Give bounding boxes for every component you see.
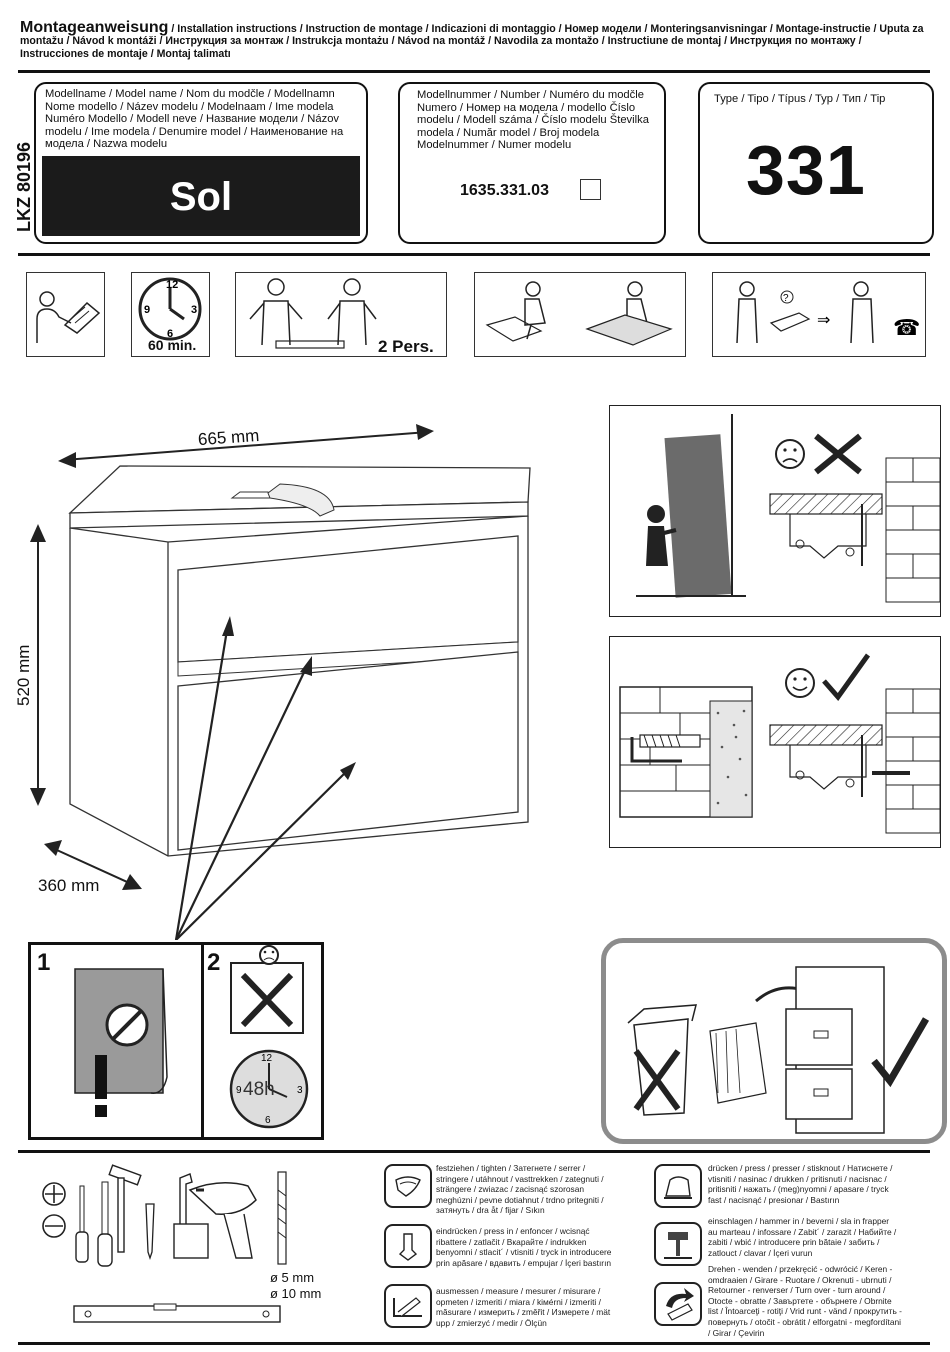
press-in-icon <box>384 1224 432 1268</box>
header-rule <box>18 70 930 73</box>
clock-60-icon: 12 9 3 6 60 min. <box>131 272 210 357</box>
legend-text-press: drücken / press / presser / stisknout / … <box>708 1163 893 1205</box>
warning-step-2: 2 <box>207 949 221 976</box>
svg-text:9: 9 <box>144 304 150 316</box>
tools-rule <box>18 1150 930 1153</box>
footer-rule <box>18 1342 930 1345</box>
legend-text-press-in: eindrücken / press in / enfoncer / wcisn… <box>436 1226 612 1268</box>
press-icon <box>654 1164 702 1208</box>
legend-text-measure: ausmessen / measure / mesurer / misurare… <box>436 1286 611 1328</box>
read-instructions-icon <box>26 272 105 357</box>
header-title: Montageanweisung <box>20 19 169 36</box>
svg-text:⇒: ⇒ <box>817 312 830 329</box>
missing-parts-call-icon: ? ⇒ ☎ <box>712 272 926 357</box>
time-label: 60 min. <box>148 337 197 353</box>
tools-drawing <box>42 1164 287 1323</box>
type-value: 331 <box>746 131 866 209</box>
header-languages: / Installation instructions / Instructio… <box>20 23 924 60</box>
width-dimension: 665 mm <box>197 425 260 450</box>
svg-text:3: 3 <box>191 304 197 316</box>
header-title-block: Montageanweisung / Installation instruct… <box>20 19 925 60</box>
legend-text-hammer: einschlagen / hammer in / beverni / sla … <box>708 1216 897 1258</box>
correct-wall-mount-panel <box>609 636 941 848</box>
drill-5-label: ø 5 mm <box>270 1270 315 1285</box>
warnings-divider <box>201 945 204 1137</box>
legend-text-tighten: festziehen / tighten / Затегнете / serre… <box>436 1163 604 1216</box>
warnings-box: 1 2 12 9 3 6 48h <box>28 942 324 1140</box>
svg-text:?: ? <box>783 293 789 304</box>
svg-text:6: 6 <box>167 328 173 340</box>
model-name-box: Modellname / Model name / Nom du modčle … <box>34 82 368 244</box>
height-dimension: 520 mm <box>14 644 33 706</box>
svg-text:12: 12 <box>166 279 178 291</box>
cabinet-drawing <box>30 424 531 940</box>
model-name-value: Sol <box>42 156 360 236</box>
svg-text:3: 3 <box>297 1085 303 1096</box>
model-name-labels: Modellname / Model name / Nom du modčle … <box>45 88 344 151</box>
persons-label: 2 Pers. <box>378 337 434 356</box>
model-number-box: Modellnummer / Number / Numéro du modčle… <box>398 82 666 244</box>
document-code: LKZ 80196 <box>14 141 34 232</box>
warning-step-1: 1 <box>37 949 51 976</box>
type-labels: Type / Tipo / Típus / Typ / Тип / Tip <box>714 93 886 105</box>
hours-label: 48h <box>243 1079 275 1100</box>
assemble-on-carpet-icon <box>474 272 686 357</box>
type-box: Type / Tipo / Típus / Typ / Тип / Tip 33… <box>698 82 934 244</box>
wrong-wall-mount-panel <box>609 405 941 617</box>
svg-text:9: 9 <box>236 1085 242 1096</box>
depth-dimension: 360 mm <box>38 876 100 895</box>
legend-text-turn: Drehen - wenden / przekręcić - odwrócić … <box>708 1264 902 1338</box>
drill-10-label: ø 10 mm <box>270 1286 322 1301</box>
model-number-value: 1635.331.03 <box>460 182 549 199</box>
two-persons-icon: 2 Pers. <box>235 272 447 357</box>
turn-icon <box>654 1282 702 1326</box>
model-number-labels: Modellnummer / Number / Numéro du modčle… <box>417 89 649 152</box>
tighten-icon <box>384 1164 432 1208</box>
keep-instructions-box <box>601 938 947 1144</box>
svg-text:12: 12 <box>261 1053 273 1064</box>
measure-icon <box>384 1284 432 1328</box>
svg-text:☎: ☎ <box>893 315 920 340</box>
section-rule <box>18 253 930 256</box>
svg-text:6: 6 <box>265 1115 271 1126</box>
checkbox-square <box>580 179 601 200</box>
hammer-icon <box>654 1222 702 1266</box>
